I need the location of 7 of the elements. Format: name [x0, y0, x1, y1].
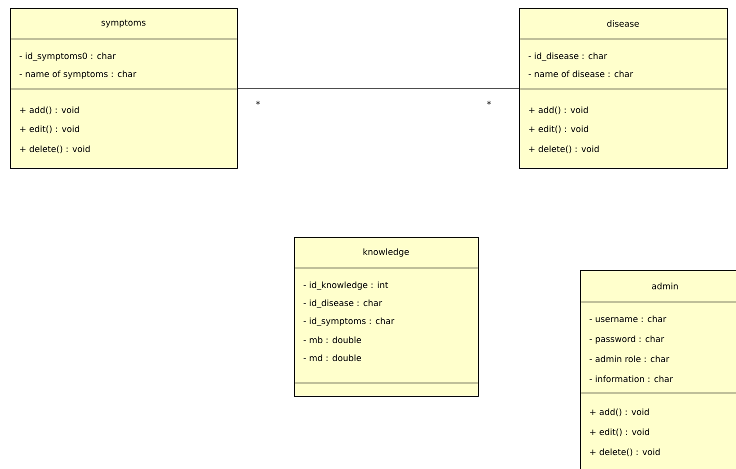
class-box: admin - username : char - password : char - admin role : char - information : char + add() : void + edit() : void + delete() : void [580, 270, 736, 469]
class-box: symptoms - id_symptoms0 : char - name of symptoms : char + add() : void + edit() : void + delete() : void [10, 8, 238, 169]
class-box: knowledge - id_knowledge : int - id_disease : char - id_symptoms : char - mb : double - md : double [294, 237, 479, 397]
multiplicity-label: * [256, 100, 260, 105]
class-box: disease - id_disease : char - name of disease : char + add() : void + edit() : void + delete() : void [518, 8, 728, 169]
association-line [238, 88, 520, 89]
multiplicity-label: * [487, 100, 491, 105]
